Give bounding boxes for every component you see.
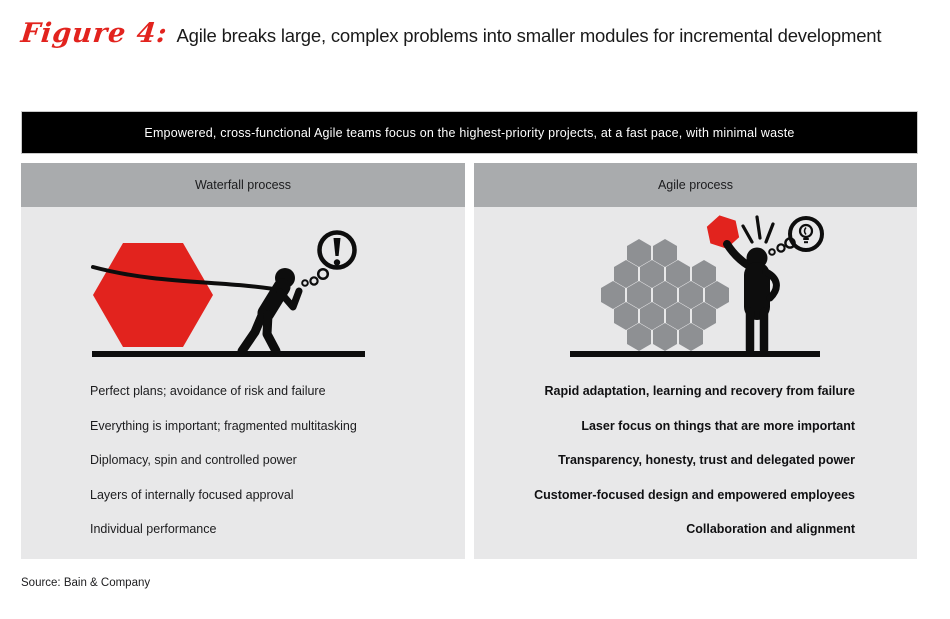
agile-panel-body: Rapid adaptation, learning and recovery … xyxy=(474,207,917,559)
waterfall-illustration-area xyxy=(21,207,465,365)
agile-item: Laser focus on things that are more impo… xyxy=(581,418,855,433)
emphasis-rays-icon xyxy=(741,215,775,244)
ground-line xyxy=(570,351,820,357)
thought-bubble-exclamation-icon xyxy=(301,230,357,287)
agile-header-label: Agile process xyxy=(657,178,734,192)
agile-panel: Agile process xyxy=(474,163,917,559)
waterfall-panel-header: Waterfall process xyxy=(21,163,465,207)
waterfall-item: Individual performance xyxy=(90,522,217,536)
page-title: Figure 4: Agile breaks large, complex pr… xyxy=(19,18,882,49)
agile-item: Transparency, honesty, trust and delegat… xyxy=(558,453,855,467)
person-pulling-icon xyxy=(237,268,303,356)
waterfall-item: Everything is important; fragmented mult… xyxy=(90,418,357,433)
source-note: Source: Bain & Company xyxy=(21,577,151,589)
figure-number-label: Figure 4: xyxy=(19,18,170,49)
key-message-banner: Empowered, cross-functional Agile teams … xyxy=(21,111,918,154)
agile-item: Customer-focused design and empowered em… xyxy=(534,487,855,502)
standing-person-icon xyxy=(723,240,780,355)
waterfall-item: Perfect plans; avoidance of risk and fai… xyxy=(90,384,326,398)
waterfall-item-list: Perfect plans; avoidance of risk and fai… xyxy=(21,365,465,536)
waterfall-item: Diplomacy, spin and controlled power xyxy=(90,453,297,467)
waterfall-header-label: Waterfall process xyxy=(194,178,292,192)
agile-item-list: Rapid adaptation, learning and recovery … xyxy=(474,365,917,536)
figure-title-text: Agile breaks large, complex problems int… xyxy=(176,25,882,46)
honeycomb-icon xyxy=(601,239,729,351)
agile-item: Collaboration and alignment xyxy=(686,522,855,536)
agile-illustration-area xyxy=(474,207,917,365)
small-red-hexagon-icon xyxy=(706,215,740,249)
person-dragging-hexagon-icon xyxy=(91,230,365,357)
comparison-panels: Waterfall process xyxy=(21,163,917,559)
waterfall-panel: Waterfall process xyxy=(21,163,465,559)
key-message-text: Empowered, cross-functional Agile teams … xyxy=(144,125,795,140)
thought-bubble-lightbulb-icon xyxy=(768,216,824,256)
red-hexagon-icon xyxy=(93,243,213,347)
agile-item: Rapid adaptation, learning and recovery … xyxy=(544,384,856,398)
waterfall-panel-body: Perfect plans; avoidance of risk and fai… xyxy=(21,207,465,559)
ground-line xyxy=(92,351,365,357)
agile-panel-header: Agile process xyxy=(474,163,917,207)
person-raising-hexagon-icon xyxy=(570,215,824,357)
waterfall-item: Layers of internally focused approval xyxy=(90,487,294,502)
